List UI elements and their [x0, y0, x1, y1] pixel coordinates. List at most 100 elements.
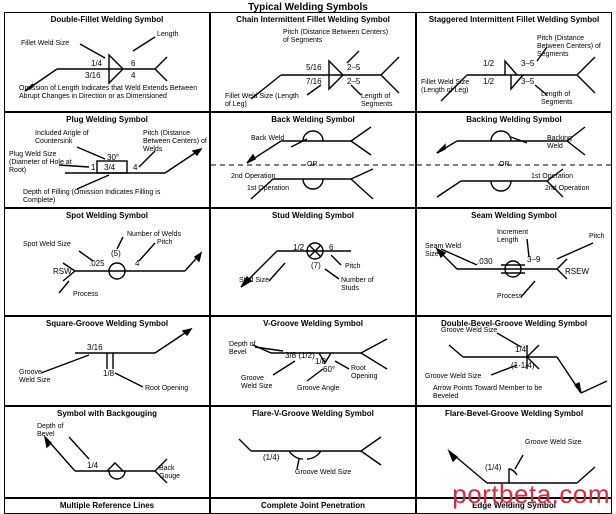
groove-weld-size-bottom-label: Groove Weld Size [425, 373, 482, 380]
root-opening-label: Root Opening [351, 365, 378, 380]
cell-title: Multiple Reference Lines [59, 501, 155, 510]
pitch-label: Pitch [345, 263, 361, 270]
flare-bevel-drawing [447, 448, 596, 484]
plug-drawing [58, 146, 203, 190]
chain-fillet-drawing [250, 50, 400, 100]
size-value: .025 [89, 259, 105, 268]
process-code: RSEW [565, 267, 589, 276]
cell-flare-bevel: Flare-Bevel-Groove Welding Symbol Groove… [416, 406, 612, 498]
pitch-bottom: 3–5 [521, 77, 535, 86]
second-operation-label: 2nd Operation [545, 185, 590, 192]
increment-length-label: Increment Length [497, 229, 529, 244]
or-label: OR [499, 161, 510, 168]
back-gouge-label: Back Gouge [159, 465, 181, 480]
cell-stud: Stud Welding Symbol 1/2 6 (7) Stud Size … [210, 208, 416, 316]
root-opening-label: Root Opening [145, 385, 189, 392]
v-groove-drawing [252, 338, 388, 382]
cell-spot: Spot Welding Symbol Spot Weld Size Numbe… [4, 208, 210, 316]
spot-weld-size-label: Spot Weld Size [23, 241, 71, 248]
size-value: .030 [477, 257, 493, 266]
pitch-label: Pitch (Distance Between Centers) of Segm… [537, 35, 601, 58]
process-code: RSW [53, 267, 72, 276]
size-value: 1/2 [293, 243, 305, 252]
number-of-welds-label: Number of Welds [127, 231, 181, 238]
size-top: 1/2 [483, 59, 495, 68]
arrow-note: Arrow Points Toward Member to be Beveled [433, 385, 543, 400]
cell-double-bevel: Double-Bevel-Groove Welding Symbol Groov… [416, 316, 612, 406]
cell-chain-fillet: Chain Intermittent Fillet Welding Symbol… [210, 12, 416, 112]
double-bevel-drawing [448, 332, 608, 394]
cell-title: Flare-Bevel-Groove Welding Symbol [444, 409, 584, 418]
depth-of-bevel-label: Depth of Bevel [37, 423, 64, 438]
length-bottom: 4 [131, 71, 136, 80]
pitch-top: 3–5 [521, 59, 535, 68]
opening-value: 1/8 [315, 357, 327, 366]
cell-square-groove: Square-Groove Welding Symbol 3/16 1/8 Gr… [4, 316, 210, 406]
cell-title: Symbol with Backgouging [56, 409, 157, 418]
size-bottom: 1/2 [483, 77, 495, 86]
cell-title: Backing Welding Symbol [466, 115, 562, 124]
pitch-top: 2–5 [347, 63, 361, 72]
pitch-value: 4 [135, 259, 140, 268]
cell-title: Stud Welding Symbol [271, 211, 355, 220]
included-angle-label: Included Angle of Countersink [35, 130, 89, 145]
process-label: Process [497, 293, 523, 300]
size-value: 3/8 (1/2) [285, 351, 315, 360]
angle-value: 30° [107, 153, 120, 162]
or-label: OR [307, 161, 318, 168]
square-groove-drawing [40, 327, 193, 388]
size-value: (1/4) [263, 453, 280, 462]
size-value: 1 [91, 163, 96, 172]
cell-title: Complete Joint Penetration [260, 501, 365, 510]
groove-weld-size-label: Groove Weld Size [19, 369, 51, 384]
pitch-label: Pitch (Distance Between Centers) of Segm… [283, 29, 389, 44]
cell-title: Flare-V-Groove Welding Symbol [252, 409, 374, 418]
top-value: 1/4 [515, 345, 527, 354]
pitch-label: Pitch [157, 239, 173, 246]
angle-value: 60° [323, 365, 336, 374]
cell-title: Back Welding Symbol [271, 115, 355, 124]
cell-staggered-fillet: Staggered Intermittent Fillet Welding Sy… [416, 12, 612, 112]
sheet-title: Typical Welding Symbols [248, 2, 368, 13]
back-weld-label: Back Weld [251, 135, 285, 142]
cell-title: Seam Welding Symbol [471, 211, 557, 220]
cell-plug: Plug Welding Symbol Included Angle of Co… [4, 112, 210, 208]
size-value: (1/4) [485, 463, 502, 472]
seam-weld-size-label: Seam Weld Size [425, 243, 462, 258]
depth-note: Depth of Filling (Omission Indicates Fil… [23, 189, 161, 204]
seam-drawing [435, 238, 594, 298]
cell-title: Double-Bevel-Groove Welding Symbol [440, 319, 588, 328]
cell-title: Staggered Intermittent Fillet Welding Sy… [428, 15, 600, 24]
groove-weld-size-label: Groove Weld Size [525, 439, 582, 446]
size-value: 1/4 [87, 461, 99, 470]
number-value: (5) [111, 249, 121, 258]
pitch-value: 6 [329, 243, 334, 252]
length-label: Length [157, 31, 179, 38]
length-omission-note: Omission of Length Indicates that Weld E… [19, 85, 198, 100]
stud-size-label: Stud Size [239, 277, 269, 284]
weld-size-label: Fillet Weld Size (Length of Leg) [225, 93, 299, 108]
staggered-fillet-drawing [440, 46, 596, 102]
process-label: Process [73, 291, 99, 298]
pitch-bottom: 2–5 [347, 77, 361, 86]
cell-title: Edge Welding Symbol [472, 501, 556, 510]
number-of-studs-label: Number of Studs [341, 277, 374, 292]
opening-value: 1/8 [103, 369, 115, 378]
cell-flare-v: Flare-V-Groove Welding Symbol (1/4) Groo… [210, 406, 416, 498]
double-fillet-drawing [24, 36, 168, 92]
size-value: 3/16 [87, 343, 103, 352]
first-operation-label: 1st Operation [531, 173, 574, 180]
cell-seam: Seam Welding Symbol Seam Weld Size Incre… [416, 208, 612, 316]
cell-double-fillet: Double-Fillet Welding Symbol Fillet Weld… [4, 12, 210, 112]
cell-multiple-reference: Multiple Reference Lines [4, 498, 210, 514]
depth-value: 3/4 [104, 163, 116, 172]
cell-title: Square-Groove Welding Symbol [45, 319, 169, 328]
spot-drawing [58, 236, 203, 294]
flare-v-drawing [238, 436, 382, 470]
size-top: 1/4 [91, 59, 103, 68]
number-value: (7) [311, 261, 321, 270]
pitch-label: Pitch (Distance Between Centers) of Weld… [143, 130, 207, 153]
groove-weld-size-top-label: Groove Weld Size [441, 327, 498, 334]
size-bottom: 3/16 [85, 71, 101, 80]
backgouging-drawing [43, 434, 168, 484]
